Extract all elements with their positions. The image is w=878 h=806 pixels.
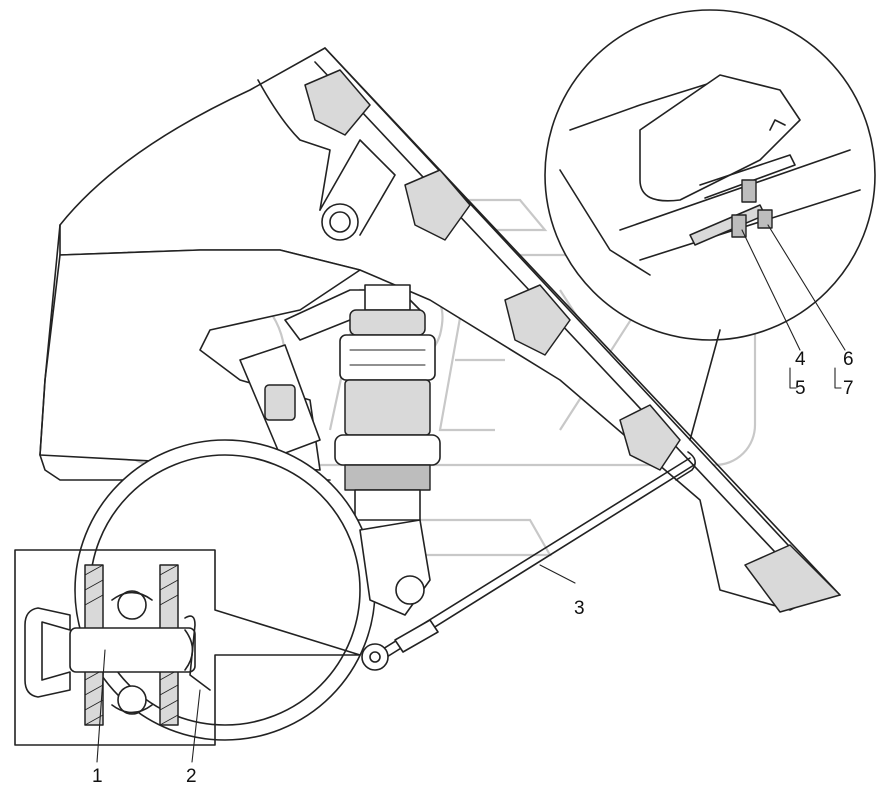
pin-detail-view	[14, 549, 361, 746]
callout-3: 3	[574, 598, 585, 619]
leader-lines	[96, 224, 846, 763]
callout-1: 1	[92, 766, 103, 787]
callout-2: 2	[186, 766, 197, 787]
magnified-detail	[544, 9, 876, 441]
tie-rod	[361, 451, 696, 671]
callout-4: 4	[795, 349, 806, 370]
left-bracket	[239, 344, 321, 456]
callout-7: 7	[843, 378, 854, 399]
callout-6: 6	[843, 349, 854, 370]
callout-5: 5	[795, 378, 806, 399]
hydraulic-cylinder	[334, 284, 441, 521]
